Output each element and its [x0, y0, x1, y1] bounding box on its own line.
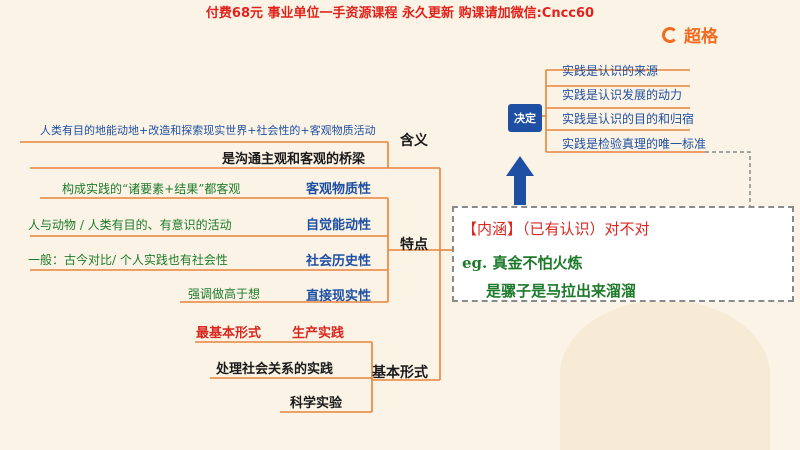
feature-name: 社会历史性 — [306, 254, 372, 269]
decision-item: 实践是检验真理的唯一标准 — [562, 137, 707, 151]
content-bracket: 【内涵】 — [462, 220, 523, 238]
brand-logo: 超格 — [662, 22, 718, 47]
feature-note: 人与动物 / 人类有目的、有意识的活动 — [28, 218, 232, 232]
production-practice: 生产实践 — [292, 326, 345, 341]
content-line-3: 是骡子是马拉出来溜溜 — [486, 282, 637, 300]
most-basic-label: 最基本形式 — [196, 326, 262, 341]
meaning-detail: 人类有目的地能动地+改造和探索现实世界+社会性的+客观物质活动 — [40, 124, 376, 137]
content-line-1: 【内涵】（已有认识）对不对 — [462, 218, 650, 239]
meaning-bridge: 是沟通主观和客观的桥梁 — [222, 152, 366, 167]
feature-note: 强调做高于想 — [188, 287, 261, 301]
social-practice: 处理社会关系的实践 — [216, 362, 334, 377]
logo-text: 超格 — [684, 27, 718, 47]
feature-name: 客观物质性 — [306, 182, 372, 197]
meaning-label: 含义 — [400, 133, 428, 149]
feature-note: 构成实践的“诸要素+结果”都客观 — [62, 182, 241, 196]
decision-item: 实践是认识发展的动力 — [562, 88, 683, 102]
chaoge-logo-icon — [662, 26, 678, 43]
mascot-illustration — [560, 300, 770, 450]
decision-item: 实践是认识的来源 — [562, 64, 659, 78]
features-label: 特点 — [400, 237, 428, 253]
banner-text: 付费68元 事业单位一手资源课程 永久更新 购课请加微信:Cncc60 — [205, 6, 595, 21]
science-experiment: 科学实验 — [290, 396, 343, 411]
decision-item: 实践是认识的目的和归宿 — [562, 112, 695, 126]
content-line-2: eg. 真金不怕火炼 — [462, 254, 583, 272]
forms-label: 基本形式 — [372, 365, 428, 381]
decision-node: 决定 — [508, 104, 542, 132]
feature-name: 自觉能动性 — [306, 218, 372, 233]
content-box — [452, 206, 794, 302]
content-line-1-rest: （已有认识）对不对 — [522, 220, 650, 238]
feature-note: 一般：古今对比/ 个人实践也有社会性 — [28, 253, 228, 267]
feature-name: 直接现实性 — [306, 289, 372, 304]
